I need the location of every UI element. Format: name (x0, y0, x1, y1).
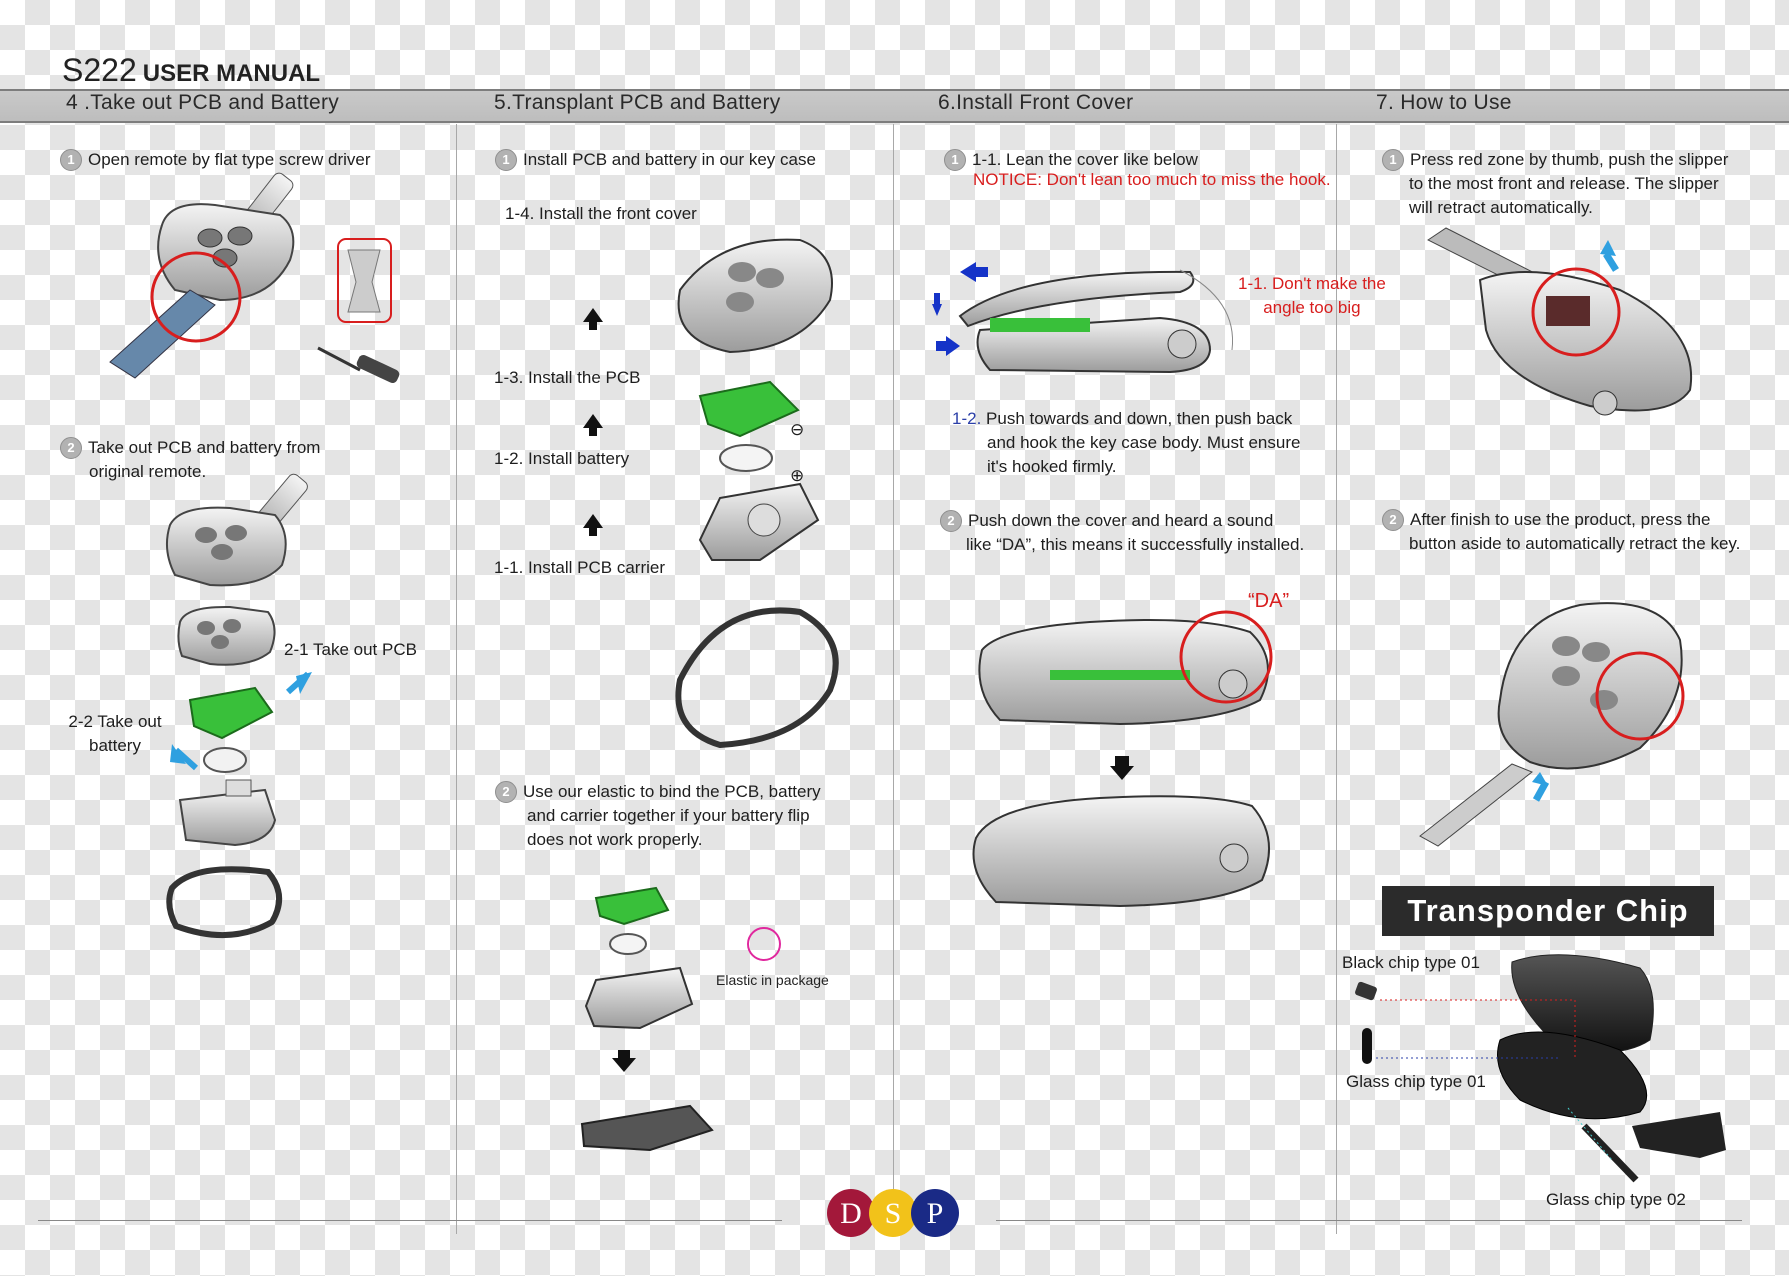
column-divider (893, 124, 894, 1234)
step-number-icon: 1 (1382, 149, 1404, 171)
section-header-bar (0, 89, 1789, 123)
warning-line: angle too big (1263, 298, 1361, 317)
step-5-1: 1 Install PCB and battery in our key case (495, 148, 816, 172)
step-number-icon: 2 (1382, 509, 1404, 531)
step-7-2: 2 After finish to use the product, press … (1382, 508, 1740, 556)
label-glass-chip-01: Glass chip type 01 (1346, 1072, 1486, 1091)
logo-letter-p: P (927, 1197, 944, 1230)
flip-key-slider-illustration (1427, 227, 1693, 416)
flip-key-open-illustration (1419, 602, 1685, 847)
label-elastic-in-package: Elastic in package (716, 972, 829, 988)
step-text: 1-1. Lean the cover like below (972, 150, 1198, 169)
logo-letter-d: D (840, 1197, 862, 1230)
notice-text: NOTICE: Don't lean too much to miss the … (973, 170, 1331, 189)
step-4-1: 1 Open remote by flat type screw driver (60, 148, 371, 172)
step-text: original remote. (89, 462, 207, 481)
step-6-1-2: 1-2. Push towards and down, then push ba… (952, 407, 1300, 479)
column-divider (456, 124, 457, 1234)
label-take-out-pcb: 2-1 Take out PCB (284, 640, 417, 659)
step-number-icon: 1 (495, 149, 517, 171)
step-4-2: 2 Take out PCB and battery from original … (60, 436, 320, 484)
step-text: and carrier together if your battery fli… (527, 806, 810, 825)
step-number-icon: 1 (60, 149, 82, 171)
label-take-out-battery: 2-2 Take out battery (59, 710, 171, 758)
label-install-pcb: 1-3. Install the PCB (494, 368, 641, 387)
cover-installed-illustration (972, 610, 1273, 908)
step-text: button aside to automatically retract th… (1409, 534, 1741, 553)
step-text: it's hooked firmly. (987, 457, 1117, 476)
step-text: Take out PCB and battery from (88, 438, 321, 457)
label-install-front-cover: 1-4. Install the front cover (505, 204, 697, 223)
section-heading-4: 4 .Take out PCB and Battery (66, 91, 340, 114)
step-number-icon: 1 (944, 149, 966, 171)
step-text: like “DA”, this means it successfully in… (966, 535, 1305, 554)
remote-with-screwdriver-illustration (109, 172, 400, 383)
angle-warning: 1-1. Don't make the angle too big (1238, 272, 1386, 320)
step-number-icon: 2 (940, 510, 962, 532)
step-number-icon: 2 (60, 437, 82, 459)
step-text: After finish to use the product, press t… (1410, 510, 1711, 529)
logo-letter-s: S (885, 1197, 902, 1230)
manual-subtitle: USER MANUAL (142, 60, 321, 87)
cover-tilt-illustration (932, 262, 1234, 374)
step-text: Press red zone by thumb, push the slippe… (1410, 150, 1729, 169)
label-line: 2-2 Take out (68, 712, 162, 731)
footer-rule-right (996, 1220, 1742, 1221)
dsp-logo: D S P (827, 1189, 959, 1237)
da-sound-label: “DA” (1248, 590, 1290, 612)
label-install-battery: 1-2. Install battery (494, 449, 630, 468)
column-divider (1336, 124, 1337, 1234)
transponder-chip-heading: Transponder Chip (1382, 886, 1714, 936)
transponder-chip-illustration (1355, 954, 1726, 1183)
step-text: Use our elastic to bind the PCB, battery (523, 782, 821, 801)
step-text: does not work properly. (527, 830, 703, 849)
battery-plus-symbol: ⊕ (790, 466, 805, 485)
section-heading-7: 7. How to Use (1376, 91, 1512, 114)
elastic-binding-illustration (580, 886, 781, 1152)
step-number-icon: 2 (495, 781, 517, 803)
label-glass-chip-02: Glass chip type 02 (1546, 1190, 1686, 1209)
step-text: and hook the key case body. Must ensure (987, 433, 1301, 452)
step-6-1: 1 1-1. Lean the cover like below (944, 148, 1198, 172)
section-heading-6: 6.Install Front Cover (938, 91, 1134, 114)
label-black-chip: Black chip type 01 (1342, 953, 1480, 972)
model-number: S222 (62, 52, 137, 88)
battery-minus-symbol: ⊖ (790, 420, 805, 439)
step-text: Push down the cover and heard a sound (968, 511, 1274, 530)
step-text: Open remote by flat type screw driver (88, 150, 371, 169)
step-7-1: 1 Press red zone by thumb, push the slipp… (1382, 148, 1728, 220)
label-line: battery (89, 736, 141, 755)
warning-line: 1-1. Don't make the (1238, 274, 1386, 293)
step-text: Push towards and down, then push back (986, 409, 1293, 428)
step-text: Install PCB and battery in our key case (523, 150, 816, 169)
original-remote-illustration (165, 473, 308, 587)
key-case-exploded-illustration (583, 238, 839, 749)
label-install-pcb-carrier: 1-1. Install PCB carrier (494, 558, 665, 577)
exploded-remote-illustration (166, 605, 312, 939)
footer-rule-left (38, 1220, 782, 1221)
step-text: will retract automatically. (1409, 198, 1593, 217)
step-text: to the most front and release. The slipp… (1409, 174, 1719, 193)
step-6-2: 2 Push down the cover and heard a sound l… (940, 509, 1304, 557)
step-5-2: 2 Use our elastic to bind the PCB, batter… (495, 780, 821, 852)
section-heading-5: 5.Transplant PCB and Battery (494, 91, 781, 114)
step-prefix: 1-2. (952, 409, 982, 428)
